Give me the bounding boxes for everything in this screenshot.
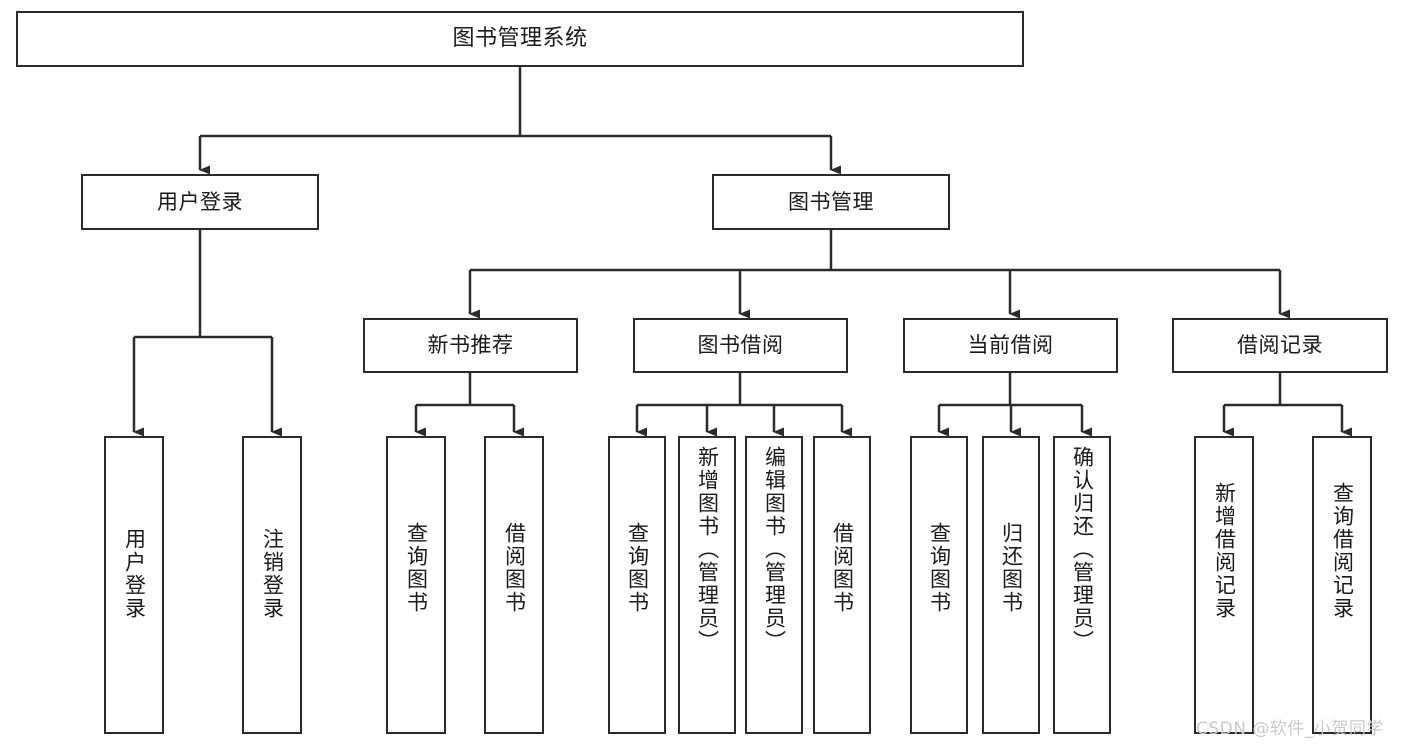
node-current-borrow-label: 当前借阅 <box>967 333 1054 358</box>
leaf-borrow-books-bb-label: 借阅图书 <box>830 522 855 614</box>
leaf-confirm-return-admin[interactable]: 确认归还（管理员） <box>1053 436 1111 734</box>
leaf-user-login[interactable]: 用户登录 <box>104 436 164 734</box>
node-borrow-records[interactable]: 借阅记录 <box>1172 318 1388 373</box>
leaf-query-books-nbr[interactable]: 查询图书 <box>386 436 446 734</box>
leaf-return-books-label: 归还图书 <box>999 522 1024 614</box>
leaf-confirm-return-admin-label: 确认归还（管理员） <box>1070 446 1095 653</box>
csdn-watermark: CSDN @软件_小贺同学 <box>1196 719 1384 739</box>
leaf-borrow-books-nbr-label: 借阅图书 <box>502 522 527 614</box>
node-book-management[interactable]: 图书管理 <box>712 174 950 230</box>
leaf-query-borrow-record-label: 查询借阅记录 <box>1330 482 1355 620</box>
leaf-borrow-books-bb[interactable]: 借阅图书 <box>813 436 871 734</box>
node-borrow-records-label: 借阅记录 <box>1237 333 1323 358</box>
leaf-add-borrow-record-label: 新增借阅记录 <box>1212 482 1237 620</box>
leaf-edit-book-admin-label: 编辑图书（管理员） <box>762 446 787 653</box>
node-new-book-recommend[interactable]: 新书推荐 <box>363 318 578 373</box>
leaf-add-book-admin[interactable]: 新增图书（管理员） <box>678 436 736 734</box>
node-book-management-label: 图书管理 <box>788 189 874 214</box>
leaf-add-borrow-record[interactable]: 新增借阅记录 <box>1194 436 1254 734</box>
leaf-query-books-nbr-label: 查询图书 <box>404 522 429 614</box>
leaf-query-borrow-record[interactable]: 查询借阅记录 <box>1312 436 1372 734</box>
leaf-query-books-cb[interactable]: 查询图书 <box>910 436 968 734</box>
node-current-borrow[interactable]: 当前借阅 <box>903 318 1118 373</box>
leaf-add-book-admin-label: 新增图书（管理员） <box>695 446 720 653</box>
leaf-logout[interactable]: 注销登录 <box>242 436 302 734</box>
leaf-query-books-bb[interactable]: 查询图书 <box>608 436 666 734</box>
node-root-label: 图书管理系统 <box>452 25 588 51</box>
leaf-borrow-books-nbr[interactable]: 借阅图书 <box>484 436 544 734</box>
leaf-return-books[interactable]: 归还图书 <box>982 436 1040 734</box>
leaf-edit-book-admin[interactable]: 编辑图书（管理员） <box>745 436 803 734</box>
node-user-login[interactable]: 用户登录 <box>81 174 319 230</box>
node-root[interactable]: 图书管理系统 <box>16 11 1024 67</box>
leaf-query-books-bb-label: 查询图书 <box>625 522 650 614</box>
leaf-logout-label: 注销登录 <box>260 528 285 620</box>
node-new-book-recommend-label: 新书推荐 <box>427 333 514 358</box>
node-book-borrow-label: 图书借阅 <box>697 333 784 358</box>
node-user-login-label: 用户登录 <box>157 189 243 214</box>
node-book-borrow[interactable]: 图书借阅 <box>633 318 848 373</box>
leaf-query-books-cb-label: 查询图书 <box>927 522 952 614</box>
leaf-user-login-label: 用户登录 <box>122 528 147 620</box>
